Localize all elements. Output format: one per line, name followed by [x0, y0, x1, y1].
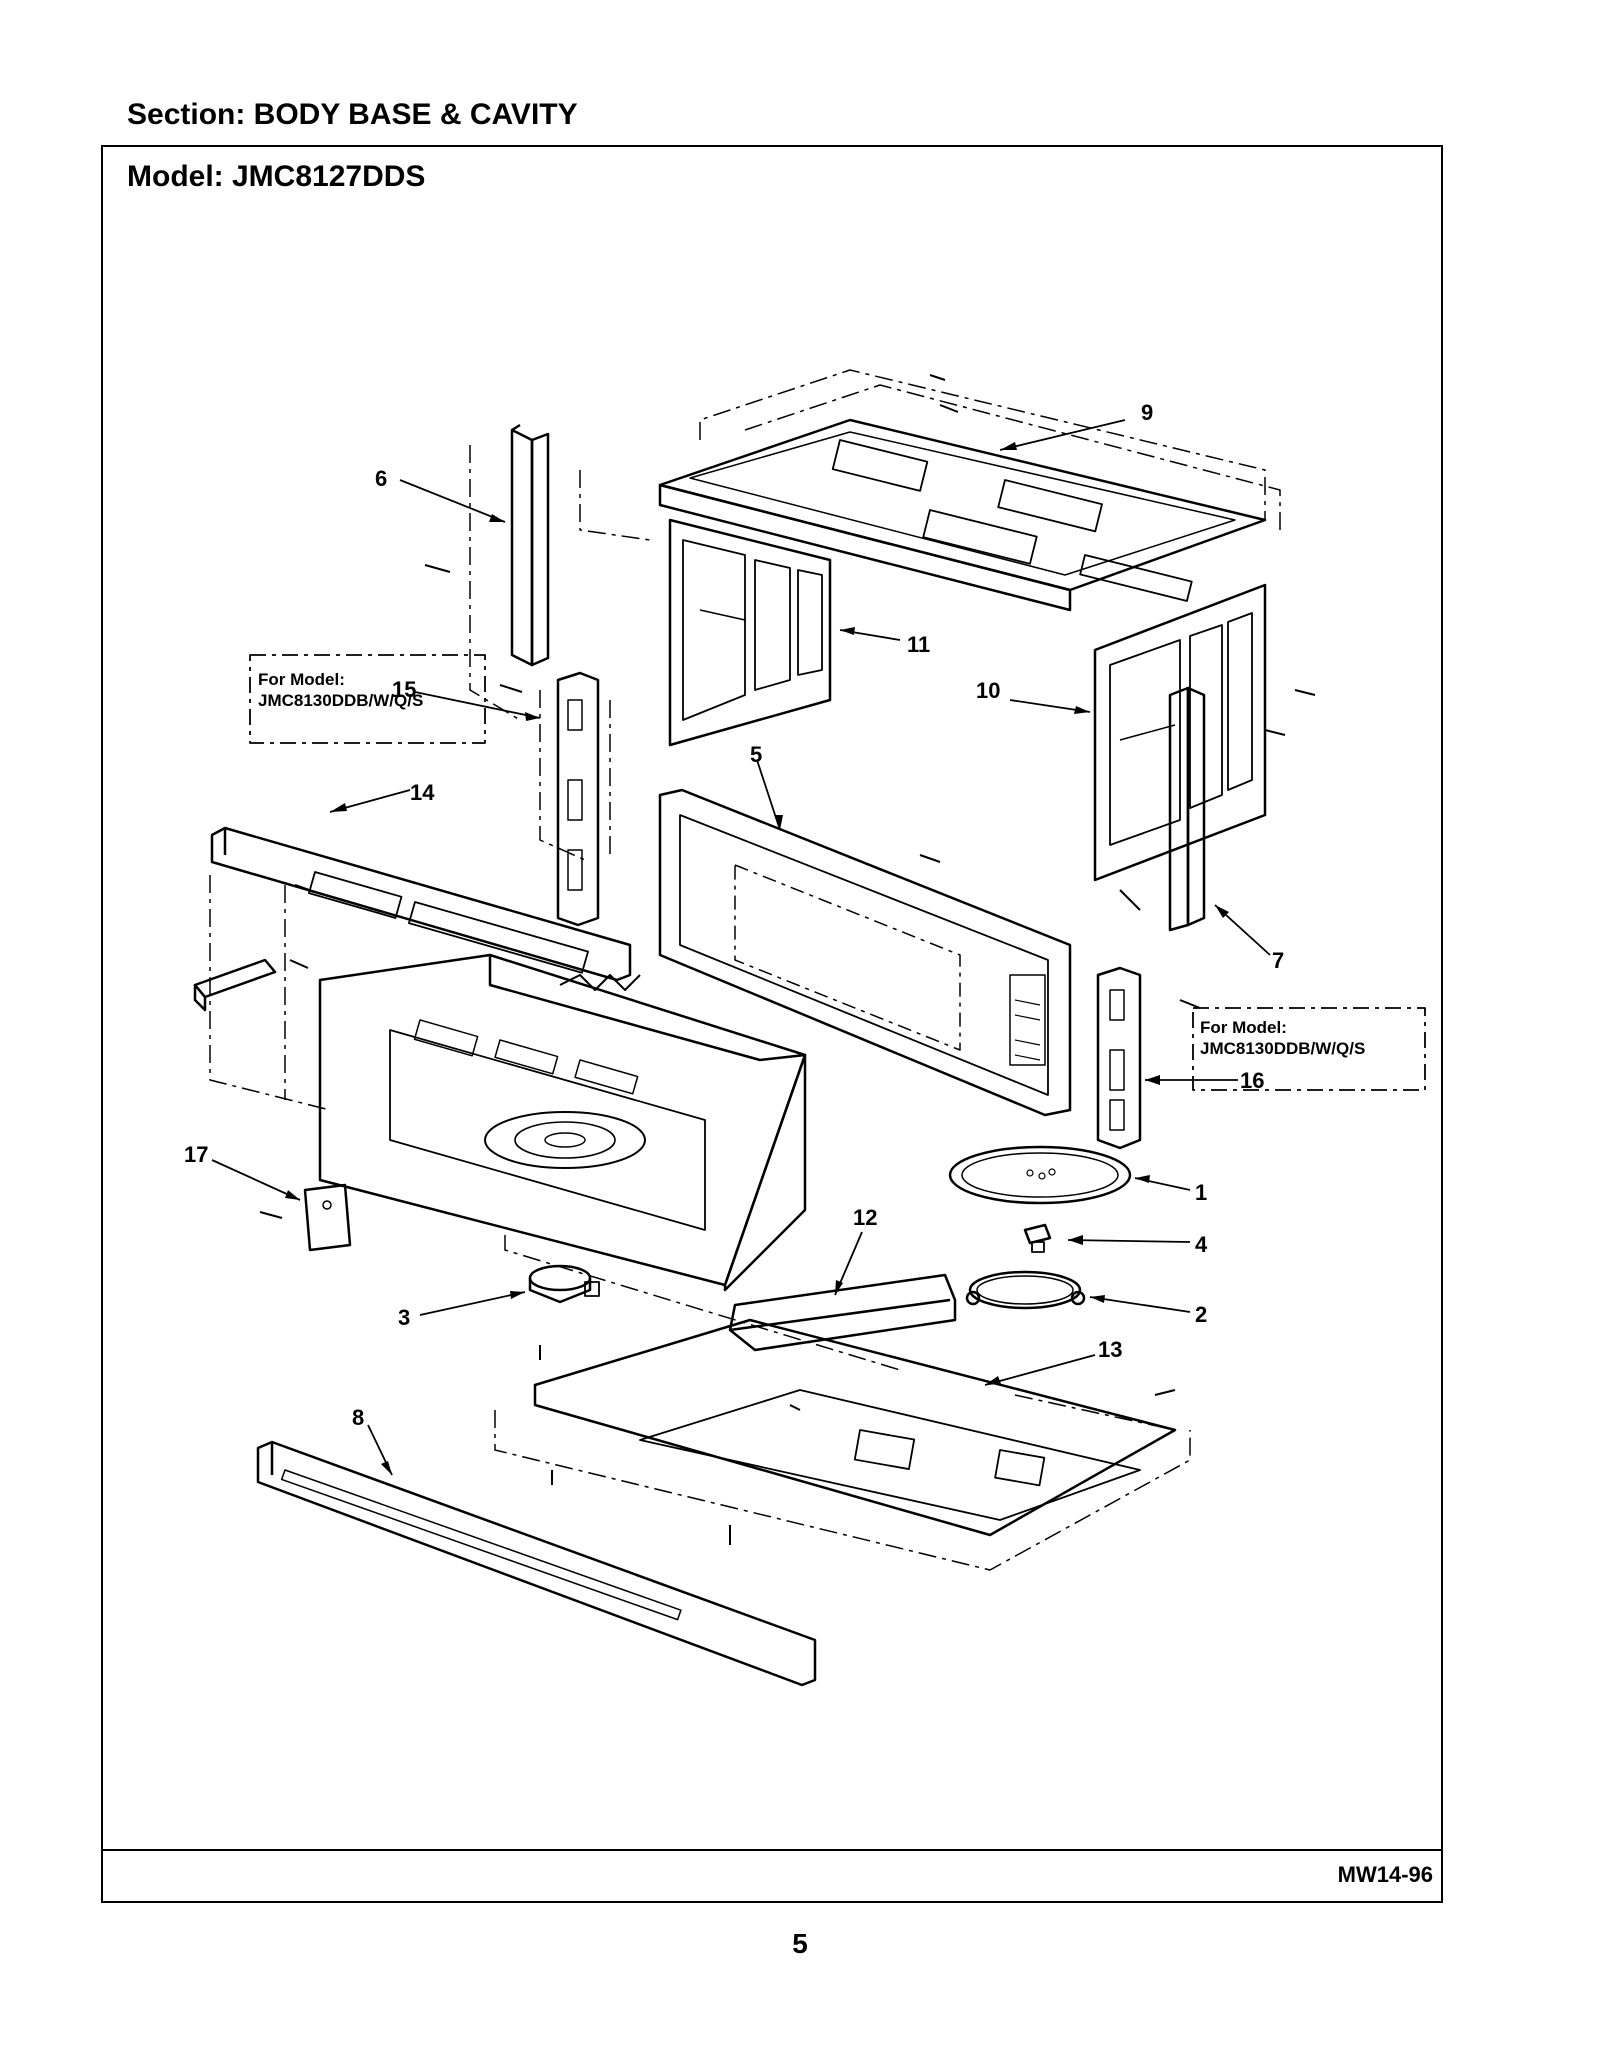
left-bracket-part: [469, 423, 651, 721]
document-code: MW14-96: [1337, 1862, 1433, 1887]
coupler-part: [1023, 1223, 1052, 1253]
right-side-wall-part: [1093, 583, 1267, 882]
callout-12: 12: [853, 1205, 877, 1230]
callout-13: 13: [1098, 1337, 1122, 1362]
leader-lines: [211, 419, 1271, 1476]
model-note-right-line1: For Model:: [1200, 1018, 1287, 1037]
turntable-tray-part: [948, 1145, 1132, 1205]
left-vent-bracket-part: [539, 671, 611, 927]
cavity-part: [318, 953, 901, 1371]
top-cover-part: [658, 369, 1281, 612]
callout-5: 5: [750, 742, 762, 767]
screws: [259, 374, 1316, 1545]
base-plate-part: [494, 1318, 1191, 1571]
roller-ring-part: [965, 1270, 1086, 1310]
callout-6: 6: [375, 466, 387, 491]
model-note-box-right: [1192, 1007, 1426, 1091]
callout-15: 15: [392, 677, 416, 702]
model-note-left-line1: For Model:: [258, 670, 345, 689]
leader-arrowheads: [285, 442, 1229, 1475]
motor-part: [528, 1264, 600, 1304]
model-title: Model: JMC8127DDS: [127, 160, 426, 193]
callout-17: 17: [184, 1142, 208, 1167]
model-note-box-left: [249, 654, 486, 744]
right-bracket-part: [1168, 686, 1206, 932]
small-plate-part: [303, 1183, 352, 1252]
callout-4: 4: [1195, 1232, 1208, 1257]
front-top-rail-part: [209, 826, 632, 1111]
footer-divider: [101, 1849, 1443, 1851]
callout-7: 7: [1272, 948, 1284, 973]
back-panel-part: [658, 788, 1072, 1117]
callout-3: 3: [398, 1305, 410, 1330]
model-note-left-line2: JMC8130DDB/W/Q/S: [258, 691, 423, 710]
front-trim-part: [256, 1440, 817, 1687]
left-side-wall-part: [668, 518, 832, 747]
callout-1: 1: [1195, 1180, 1207, 1205]
right-vent-bracket-part: [1096, 966, 1142, 1150]
grille-block-part: [193, 958, 277, 1012]
diagram-frame: [101, 145, 1443, 1903]
callout-16: 16: [1240, 1068, 1264, 1093]
callout-10: 10: [976, 678, 1000, 703]
page-number: 5: [792, 1928, 808, 1959]
callout-2: 2: [1195, 1302, 1207, 1327]
callout-11: 11: [907, 632, 930, 657]
callout-9: 9: [1141, 400, 1153, 425]
duct-part: [728, 1273, 957, 1352]
model-note-right-line2: JMC8130DDB/W/Q/S: [1200, 1039, 1365, 1058]
callout-8: 8: [352, 1405, 364, 1430]
callout-14: 14: [410, 780, 435, 805]
section-title: Section: BODY BASE & CAVITY: [127, 98, 578, 131]
